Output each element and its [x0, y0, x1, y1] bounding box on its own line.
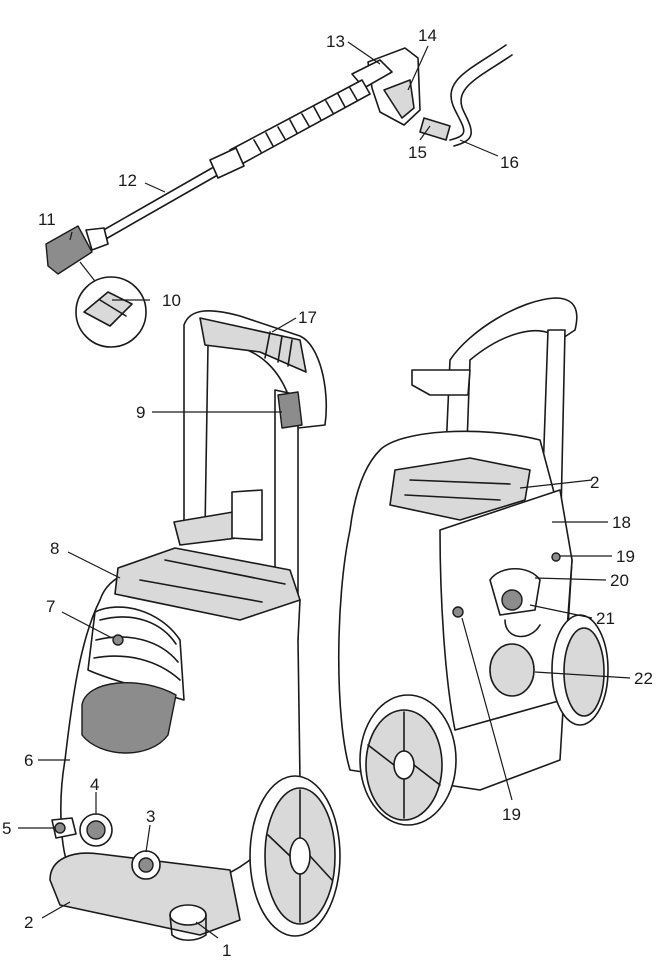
indicator-lamp	[112, 634, 124, 646]
trigger-lever	[383, 79, 415, 119]
callout-9: 9	[136, 403, 145, 422]
callout-16: 16	[500, 153, 519, 172]
mounting-bolt	[452, 606, 464, 618]
handle-grip	[199, 317, 307, 373]
rear-wheel-left	[359, 694, 457, 826]
hose-coupling	[419, 117, 451, 141]
rear-hook-rack	[411, 369, 471, 396]
callout-19-bottom: 19	[502, 805, 521, 824]
callout-4: 4	[90, 775, 99, 794]
lance-coupler	[209, 147, 245, 179]
hose-hook	[277, 391, 303, 429]
high-pressure-hose	[449, 44, 513, 147]
callout-1: 1	[222, 941, 231, 960]
callout-19-right: 19	[616, 547, 635, 566]
callout-13: 13	[326, 32, 345, 51]
rear-top-basket	[389, 457, 531, 521]
front-shield	[81, 682, 177, 754]
callout-5: 5	[2, 819, 11, 838]
callout-7: 7	[46, 597, 55, 616]
front-wheel	[249, 775, 341, 937]
vent-louvers	[87, 606, 185, 701]
callout-11: 11	[38, 210, 56, 229]
spray-gun-assembly	[45, 44, 513, 348]
callout-22: 22	[634, 669, 653, 688]
callout-2-front: 2	[24, 913, 33, 932]
callout-3: 3	[146, 807, 155, 826]
top-cover	[114, 547, 301, 621]
callout-14: 14	[418, 26, 437, 45]
callout-18: 18	[612, 513, 631, 532]
nozzle-adapter	[85, 227, 109, 251]
callout-15: 15	[408, 143, 427, 162]
callout-20: 20	[610, 571, 629, 590]
leader-lines	[18, 41, 631, 939]
spray-lance	[99, 167, 217, 241]
callout-21: 21	[596, 609, 615, 628]
spray-nozzle	[45, 225, 93, 275]
rear-view-unit	[337, 297, 609, 826]
callout-10: 10	[162, 291, 181, 310]
lance-grip	[229, 79, 371, 167]
rear-wheel-right	[551, 614, 609, 726]
hose-reel-crank	[501, 589, 523, 611]
callout-17: 17	[298, 308, 317, 327]
callout-2-rear: 2	[590, 473, 599, 492]
callout-8: 8	[50, 539, 59, 558]
callout-12: 12	[118, 171, 137, 190]
callout-labels: 1 2 2 3 4 5 6 7 8 9 10 11 12 13 14 15 16…	[2, 26, 653, 960]
front-view-unit	[49, 310, 341, 942]
rear-holder	[489, 643, 535, 697]
accessory-holder	[169, 904, 207, 926]
callout-6: 6	[24, 751, 33, 770]
